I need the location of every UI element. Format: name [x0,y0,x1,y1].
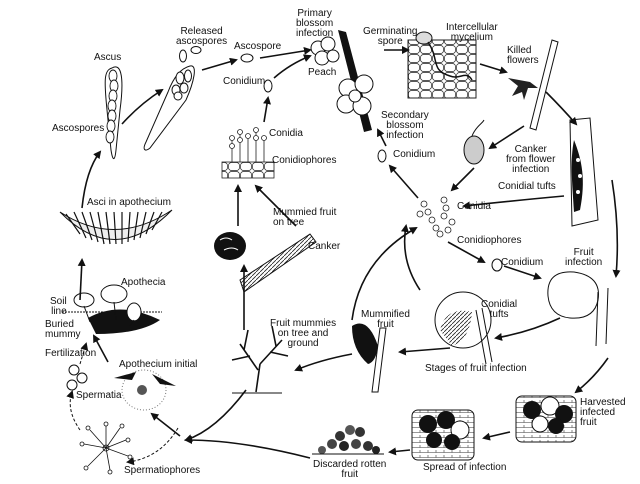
label-discarded-rotten-fruit: Discarded rotten fruit [313,459,387,480]
ascospore-drawing [240,53,254,63]
label-canker-from-flower-infection: Canker from flower infection [506,144,556,175]
label-peach: Peach [308,67,337,78]
mummied-fruit-on-tree-drawing [214,232,317,293]
label-conidium-mid: Conidium [393,149,436,160]
asci-in-apothecium-drawing [59,209,173,245]
label-fruit-mummies: Fruit mummies on tree and ground [270,318,337,349]
conidium-drawing-mid [377,149,387,163]
label-conidiophores-left: Conidiophores [272,155,337,166]
killed-flowers-twig-drawing [508,39,559,131]
label-ascus: Ascus [94,52,122,63]
label-germinating-spore: Germinating spore [363,26,418,47]
label-mummied-fruit-on-tree: Mummied fruit on tree [273,207,337,228]
label-secondary-blossom-infection: Secondary blossom infection [381,110,429,141]
tree-with-mummies-drawing [231,325,289,394]
spermatiophores-drawing [79,421,133,475]
label-released-ascospores: Released ascospores [176,26,228,47]
released-ascospores-drawing [143,46,202,151]
label-apothecium-initial: Apothecium initial [119,359,198,370]
peach-blossom-twig-drawing [310,30,374,132]
label-stages-of-fruit-infection: Stages of fruit infection [425,363,527,374]
spread-of-infection-basket-drawing [411,409,475,461]
label-killed-flowers: Killed flowers [507,45,539,66]
infected-bud-drawing [463,119,485,165]
fruit-conidial-tufts-drawing [434,291,493,365]
label-canker: Canker [308,241,341,252]
conidium-drawing-top [263,79,273,93]
label-spermatia: Spermatia [76,390,122,401]
label-ascospore: Ascospore [234,41,282,52]
label-buried-mummy: Buried mummy [45,319,81,340]
label-conidial-tufts-fruit: Conidial tufts [481,299,518,320]
label-ascospores: Ascospores [52,123,105,134]
label-fruit-infection: Fruit infection [565,247,603,268]
intercellular-mycelium-drawing [407,31,477,99]
fruit-infection-drawing [547,271,609,347]
label-intercellular-mycelium: Intercellular mycelium [446,22,498,43]
label-spermatiophores: Spermatiophores [124,465,201,476]
label-primary-blossom-infection: Primary blossom infection [296,8,334,39]
label-conidium-top: Conidium [223,76,266,87]
label-conidia-center: Conidia [457,201,491,212]
label-mummified-fruit: Mummified fruit [361,309,410,330]
label-spread-of-infection: Spread of infection [423,462,507,473]
conidia-cluster-center [416,196,456,238]
conidia-cluster-left [221,127,275,179]
label-conidia-left: Conidia [269,128,303,139]
label-harvested-infected-fruit: Harvested infected fruit [580,397,626,428]
label-conidial-tufts-canker: Conidial tufts [498,181,556,192]
harvested-fruit-basket-drawing [515,395,577,443]
apothecium-initial-drawing [114,369,176,411]
apothecia-drawing [62,284,162,334]
dashed-spermatia-arrows [66,342,179,466]
ascus-drawing [104,66,123,160]
cycle-arrows [77,46,621,459]
label-apothecia: Apothecia [121,277,166,288]
canker-branch-drawing [569,117,599,227]
label-conidium-right: Conidium [501,257,544,268]
conidium-drawing-right [491,258,503,272]
discarded-fruit-pile-drawing [312,425,384,455]
label-asci-in-apothecium: Asci in apothecium [87,197,171,208]
label-fertilization: Fertilization [45,348,97,359]
spermatia-drawing [66,364,88,391]
label-conidiophores-center: Conidiophores [457,235,522,246]
label-soil-line: Soil line [50,296,67,317]
mummified-fruit-drawing [352,323,387,393]
